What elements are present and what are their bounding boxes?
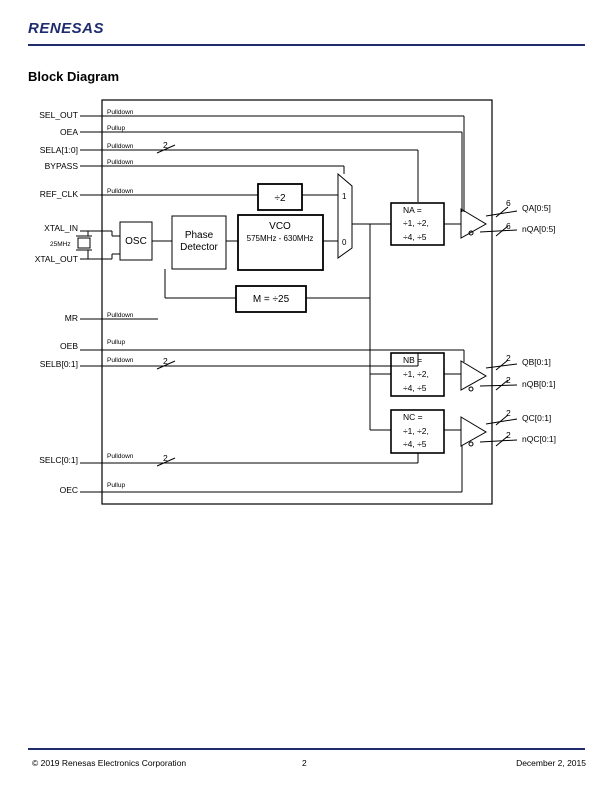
- label-sela: SELA[1:0]: [40, 145, 78, 155]
- page-title: Block Diagram: [28, 69, 120, 84]
- resistor-oeb: Pullup: [107, 339, 125, 346]
- bus-width-qb: 2: [506, 353, 511, 363]
- nb-line3: ÷4, ÷5: [403, 383, 427, 393]
- bus-width-selb: 2: [163, 356, 168, 366]
- mux-input-1: 1: [342, 192, 347, 201]
- bus-width-sela: 2: [163, 140, 168, 150]
- output-nqb: nQB[0:1]: [522, 379, 556, 389]
- label-mr: MR: [65, 313, 78, 323]
- bus-width-nqa: 6: [506, 221, 511, 231]
- output-qb: QB[0:1]: [522, 357, 551, 367]
- footer-date: December 2, 2015: [516, 758, 586, 768]
- output-qa: QA[0:5]: [522, 203, 551, 213]
- resistor-selb: Pulldown: [107, 357, 134, 364]
- resistor-oea: Pullup: [107, 125, 125, 132]
- nb-line2: ÷1, ÷2,: [403, 369, 429, 379]
- label-selc: SELC[0:1]: [39, 455, 78, 465]
- label-oeb: OEB: [60, 341, 78, 351]
- footer-rule: [28, 748, 585, 750]
- nc-line3: ÷4, ÷5: [403, 439, 427, 449]
- label-oec: OEC: [60, 485, 78, 495]
- bus-width-qa: 6: [506, 198, 511, 208]
- chip-boundary: [101, 99, 493, 505]
- na-line3: ÷4, ÷5: [403, 232, 427, 242]
- divide-by-2-label: ÷2: [274, 193, 285, 204]
- header-rule: [28, 44, 585, 46]
- na-line2: ÷1, ÷2,: [403, 218, 429, 228]
- label-oea: OEA: [60, 127, 78, 137]
- label-bypass: BYPASS: [45, 161, 79, 171]
- bus-width-selc: 2: [163, 453, 168, 463]
- nc-line2: ÷1, ÷2,: [403, 426, 429, 436]
- resistor-oec: Pullup: [107, 482, 125, 489]
- bus-width-qc: 2: [506, 408, 511, 418]
- crystal-frequency: 25MHz: [50, 241, 71, 248]
- resistor-bypass: Pulldown: [107, 159, 134, 166]
- nb-line1: NB =: [403, 355, 422, 365]
- label-xtal-out: XTAL_OUT: [35, 254, 78, 264]
- output-nqa: nQA[0:5]: [522, 224, 556, 234]
- label-ref-clk: REF_CLK: [40, 189, 79, 199]
- phase-detector-line1: Phase: [185, 230, 214, 241]
- label-selb: SELB[0:1]: [40, 359, 78, 369]
- label-sel-out: SEL_OUT: [39, 110, 78, 120]
- bus-width-nqb: 2: [506, 375, 511, 385]
- output-nqc: nQC[0:1]: [522, 434, 556, 444]
- output-qc: QC[0:1]: [522, 413, 551, 423]
- nc-line1: NC =: [403, 412, 423, 422]
- resistor-ref-clk: Pulldown: [107, 188, 134, 195]
- resistor-sela: Pulldown: [107, 143, 134, 150]
- vco-range: 575MHz - 630MHz: [247, 234, 314, 243]
- label-xtal-in: XTAL_IN: [44, 223, 78, 233]
- bus-width-nqc: 2: [506, 430, 511, 440]
- resistor-sel-out: Pulldown: [107, 109, 134, 116]
- na-line1: NA =: [403, 205, 422, 215]
- company-logo: RENESAS: [28, 20, 105, 37]
- osc-label: OSC: [125, 236, 147, 247]
- resistor-selc: Pulldown: [107, 453, 134, 460]
- resistor-mr: Pulldown: [107, 312, 134, 319]
- mux-input-0: 0: [342, 238, 347, 247]
- footer-copyright: © 2019 Renesas Electronics Corporation: [32, 758, 187, 768]
- phase-detector-line2: Detector: [180, 242, 218, 253]
- vco-title: VCO: [269, 221, 291, 232]
- footer-page-number: 2: [302, 758, 307, 768]
- feedback-divider-label: M = ÷25: [253, 294, 290, 305]
